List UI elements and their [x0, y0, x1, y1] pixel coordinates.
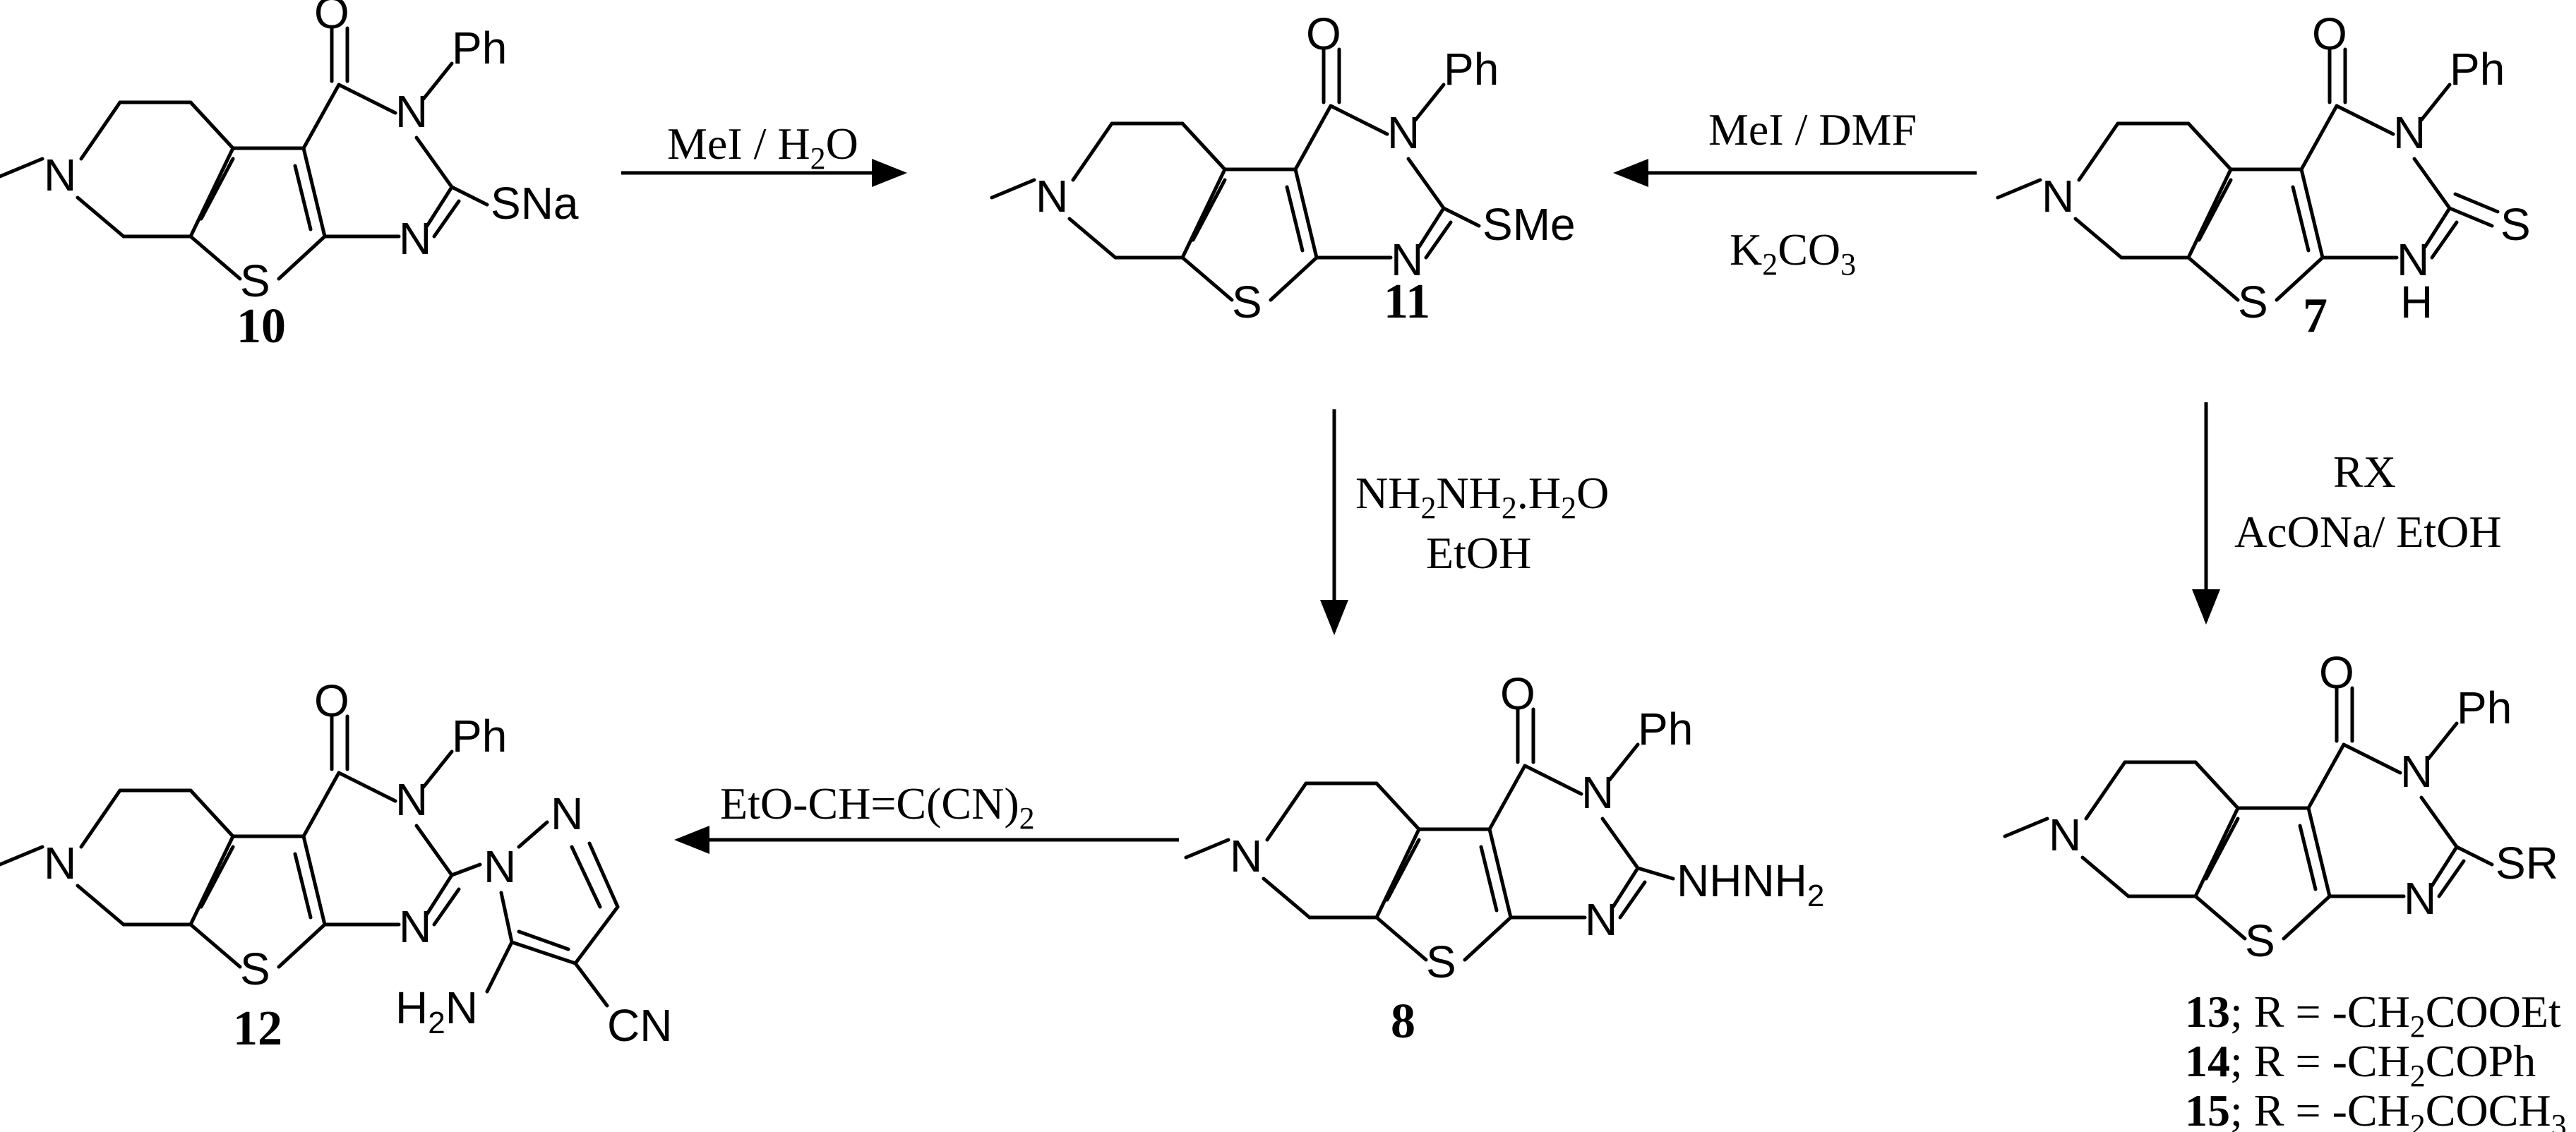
atom-s: S: [1232, 277, 1262, 327]
compound-label-8: 8: [1391, 994, 1415, 1049]
atom-ph: Ph: [1444, 44, 1499, 95]
atom-s: S: [240, 944, 270, 994]
reagent-hydrazine: NH2NH2.H2O: [1355, 468, 1609, 525]
legend-13: 13; R = -CH2COOEt: [2185, 987, 2561, 1044]
atom-n: N: [395, 86, 428, 137]
atom-o: O: [1500, 668, 1535, 719]
atom-s: S: [2238, 277, 2268, 327]
atom-ph: Ph: [1638, 704, 1693, 754]
compound-label-12: 12: [233, 1001, 282, 1056]
atom-n: N: [2393, 107, 2426, 158]
atom-n: N: [1387, 107, 1420, 158]
atom-n: N: [1585, 894, 1617, 945]
reagent-rx: RX: [2333, 447, 2396, 497]
atom-sme: SMe: [1482, 199, 1576, 250]
reagent-k2co3: K2CO3: [1730, 224, 1856, 282]
atom-n: N: [1230, 831, 1262, 881]
atom-ph: Ph: [452, 23, 507, 73]
legend-15: 15; R = -CH2COCH3: [2185, 1085, 2567, 1132]
atom-n: N: [44, 838, 76, 889]
atom-nh2: H2N: [395, 982, 478, 1040]
atom-sr: SR: [2496, 838, 2558, 889]
atom-n: N: [44, 150, 76, 200]
atom-n: N: [395, 774, 428, 825]
atom-n: N: [399, 901, 431, 952]
atom-h: H: [2400, 277, 2433, 327]
atom-n: N: [2049, 809, 2081, 860]
compound-7: N S O N Ph N H S: [1998, 8, 2531, 327]
atom-ph: Ph: [2457, 682, 2512, 733]
atom-s: S: [240, 255, 270, 306]
atom-n: N: [1581, 767, 1614, 818]
atom-o: O: [314, 675, 349, 726]
atom-n: N: [399, 213, 431, 264]
atom-n: N: [2397, 234, 2429, 285]
atom-o: O: [1306, 8, 1341, 59]
atom-sna: SNa: [491, 178, 579, 229]
atom-n: N: [2404, 873, 2436, 924]
reagent-aconа-etoh: AcONa/ EtOH: [2234, 507, 2502, 557]
compound-label-7: 7: [2303, 289, 2328, 343]
compound-11: N S O N Ph N SMe: [992, 8, 1576, 327]
compound-label-10: 10: [236, 299, 286, 354]
atom-n: N: [484, 841, 516, 892]
atom-nhnh2: NHNH2: [1677, 855, 1824, 913]
atom-cn: CN: [607, 1000, 672, 1051]
legend-14: 14; R = -CH2COPh: [2185, 1036, 2536, 1093]
atom-ph: Ph: [2450, 44, 2505, 95]
reagent-mei-h2o: MeI / H2O: [667, 119, 858, 176]
compound-12: N S O N Ph N N N H2N CN: [0, 675, 672, 1051]
atom-o: O: [314, 0, 349, 38]
atom-s: S: [2245, 915, 2275, 966]
reagent-etoh: EtOH: [1426, 528, 1531, 578]
atom-o: O: [2312, 8, 2347, 59]
atom-ph: Ph: [452, 711, 507, 761]
compound-13-15: N S O N Ph N SR: [2005, 647, 2558, 966]
atom-n: N: [1036, 171, 1068, 222]
compound-10: N S O N Ph N SNa: [0, 0, 579, 306]
compound-8: N S O N Ph N NHNH2: [1186, 668, 1824, 987]
atom-o: O: [2319, 647, 2354, 698]
atom-n: N: [2042, 171, 2074, 222]
reagent-emme: EtO-CH=C(CN)2: [720, 778, 1035, 836]
compound-label-11: 11: [1384, 275, 1430, 329]
atom-n: N: [1391, 234, 1423, 285]
atom-n: N: [551, 788, 583, 839]
atom-s: S: [1426, 937, 1456, 987]
atom-s-thione: S: [2500, 199, 2531, 250]
reagent-mei-dmf: MeI / DMF: [1708, 104, 1917, 155]
atom-n: N: [2400, 746, 2433, 797]
